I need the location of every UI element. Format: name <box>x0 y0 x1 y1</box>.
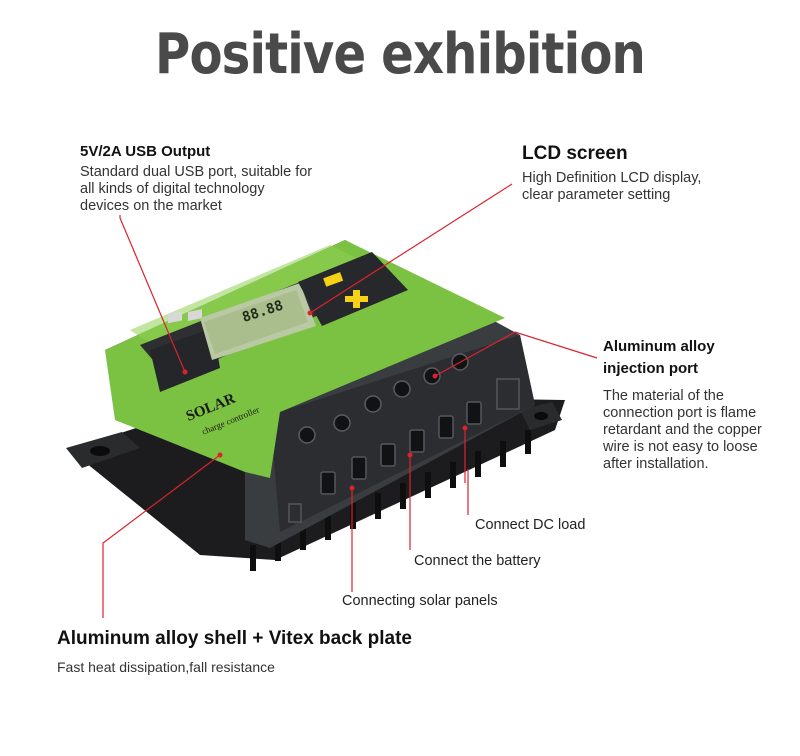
upper-screws <box>298 353 469 444</box>
usb-port-2 <box>188 309 202 322</box>
side-vent <box>496 378 520 410</box>
right-mount-hole <box>534 412 548 420</box>
injection-port-callout: Aluminum alloy injection port The materi… <box>603 336 793 473</box>
green-lid <box>105 240 505 478</box>
shell-callout: Aluminum alloy shell + Vitex back plate … <box>57 628 657 676</box>
lcd-leader <box>309 183 513 314</box>
usb-leader <box>119 215 186 373</box>
terminal-block <box>270 335 535 532</box>
solar-panels-label: Connecting solar panels <box>342 593 498 609</box>
leader-lines <box>102 183 598 618</box>
shell-leader <box>102 454 221 618</box>
left-mount-hole <box>90 446 110 456</box>
usb-block <box>150 328 220 392</box>
side-vent-left <box>288 503 302 523</box>
page-headline: Positive exhibition <box>155 22 646 87</box>
usb-output-title: 5V/2A USB Output <box>80 143 211 160</box>
heatsink-fins <box>250 430 531 571</box>
injection-port-description: The material of the connection port is f… <box>603 388 762 472</box>
usb-output-callout: 5V/2A USB Output Standard dual USB port,… <box>80 143 350 215</box>
plus-button <box>345 290 368 308</box>
lcd-screen-callout: LCD screen High Definition LCD display, … <box>522 143 762 204</box>
dc-load-label: Connect DC load <box>475 517 586 533</box>
port-leader <box>434 331 598 377</box>
leader-dots <box>182 310 468 491</box>
lcd-screen-description: High Definition LCD display, clear param… <box>522 170 702 203</box>
shell-description: Fast heat dissipation,fall resistance <box>57 659 275 675</box>
usb-port-1 <box>168 311 182 324</box>
injection-port-title: Aluminum alloy injection port <box>603 338 715 377</box>
usb-output-description: Standard dual USB port, suitable for all… <box>80 164 313 214</box>
button-panel <box>298 252 408 326</box>
shell-title: Aluminum alloy shell + Vitex back plate <box>57 628 412 649</box>
minus-button <box>323 272 344 287</box>
lcd-screen-title: LCD screen <box>522 143 628 164</box>
wire-holes <box>320 401 482 495</box>
battery-label: Connect the battery <box>414 553 541 569</box>
